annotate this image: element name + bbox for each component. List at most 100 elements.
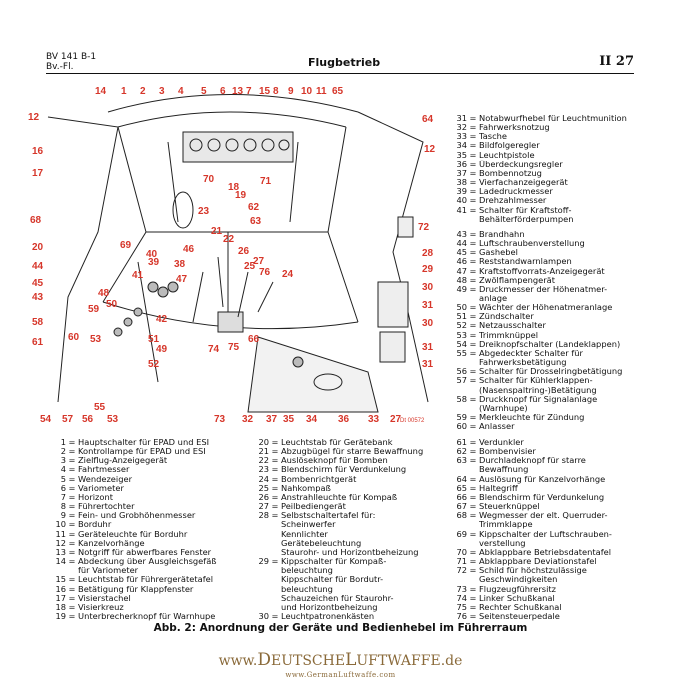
legend-item-text: Kippschalter für Bordutr- [281,575,384,585]
legend-item-number: 64 [456,473,467,484]
legend-item-number: 43 [456,228,467,239]
legend-item: 49=Druckmesser der Höhenatmer- [447,284,672,294]
callout-inner: 74 [208,344,220,355]
legend-item-text: verstellung [479,538,526,548]
legend-item-text: Visierkreuz [78,602,124,612]
callout-inner: 51 [148,334,160,345]
legend-item-equals: = [68,446,76,457]
legend-item-equals: = [68,501,76,512]
legend-item-equals: = [271,455,279,466]
legend-item: 31=Notabwurfhebel für Leuchtmunition [447,113,672,123]
legend-item-text: Druckknopf für Signalanlage [479,394,598,404]
legend-item-number: 25 [258,482,269,493]
legend-item-number: 11 [55,528,66,539]
legend-item-number: 13 [55,546,66,557]
callout-inner: 19 [235,190,247,201]
legend-item-text: Reststandwarnlampen [479,257,572,267]
legend-item-equals: = [469,473,477,484]
legend-item-text: Anlasser [479,422,515,432]
legend-item: 13=Notgriff für abwerfbares Fenster [46,546,242,557]
callout-inner: 59 [88,304,100,315]
legend-item: 73=Flugzeugführersitz [447,583,672,594]
legend-item-equals: = [469,131,477,142]
legend-item-number: 69 [456,528,467,539]
legend-item-number: 23 [258,464,269,475]
legend-item-number: 44 [456,238,467,249]
callout-top: 2 [140,86,146,97]
legend-item-text: Gashebel [479,248,518,258]
legend-item: 69=Kippschalter der Luftschrauben- [447,528,672,539]
legend-item-text: Druckmesser der Höhenatmer- [479,284,608,294]
legend-item-number: 21 [258,446,269,457]
legend-item: 1=Hauptschalter für EPAD und ESI [46,437,242,447]
legend-item-number: 41 [456,204,467,215]
legend-item-text: Bombennotzug [479,168,542,178]
legend-item-equals: = [271,482,279,493]
callout-inner: 49 [156,344,168,355]
legend-item: 0=Staurohr- und Horizontbeheizung [249,548,439,557]
legend-item-text: Kennlichter [281,529,328,539]
callout-inner: 39 [148,257,160,268]
legend-item: 3=Zielflug-Anzeigegerät [46,456,242,465]
legend-item-equals: = [469,583,477,594]
legend-item-equals: = [68,528,76,539]
callout-inner: 76 [259,267,271,278]
legend-item: 12=Kanzelvorhänge [46,538,242,548]
legend-item-number: 47 [456,265,467,276]
callout-bottom: 35 [283,414,295,425]
legend-item: 61=Verdunkler [447,437,672,447]
callout-side: 43 [32,292,44,303]
legend-item-equals: = [68,491,76,502]
legend-item-text: Merkleuchte für Zündung [479,413,585,422]
legend-item-number: 17 [55,592,66,603]
legend-item-equals: = [469,565,477,576]
callout-inner: 62 [248,202,260,213]
legend-item: 0=Trimmklappe [447,520,672,529]
legend-item-number: 6 [60,482,66,493]
callout-side: 20 [32,242,44,253]
callout-bottom: 33 [368,414,380,425]
legend-item-text: Blendschirm für Verdunkelung [479,492,605,502]
legend-item-equals: = [469,421,477,432]
legend-item-equals: = [271,501,279,512]
legend-item: 28=Selbstschaltertafel für: [249,511,439,520]
legend-item: 29=Kippschalter für Kompaß- [249,556,439,566]
legend-item-number: 62 [456,446,467,457]
legend-item-number: 57 [456,375,467,386]
callout-inner: 22 [223,234,235,245]
legend-item: 24=Bombenrichtgerät [249,474,439,484]
legend-item: 14=Abdeckung über Ausgleichsgefäß [46,556,242,567]
legend-item-text: Behälterförderpumpen [479,214,574,224]
legend-item-number: 27 [258,501,269,512]
callout-bottom: 54 [40,414,52,425]
legend-item-text: Auslösung für Kanzelvorhänge [479,474,606,484]
legend-item-number: 72 [456,565,467,576]
callout-top: 9 [288,86,294,97]
legend-item-number: 10 [55,519,66,530]
legend-item: 0=Scheinwerfer [249,520,439,529]
legend-item: 35=Leuchtpistole [447,150,672,160]
legend-item-text: Wächter der Höhenatmeranlage [479,303,613,313]
legend-item-text: Horizont [78,492,113,502]
cockpit-drawing [47,94,429,413]
legend-item-number: 52 [456,320,467,331]
legend-item: 11=Geräteleuchte für Borduhr [46,528,242,539]
legend-item-text: Wegmesser der elt. Querruder- [479,511,608,521]
callout-side: 72 [418,222,430,233]
legend-item-equals: = [469,265,477,276]
legend-item-text: Leuchtpistole [479,150,535,160]
legend-item: 38=Vierfachanzeigegerät [447,177,672,187]
callout-bottom: 73 [214,414,226,425]
legend-item: 41=Schalter für Kraftstoff- [447,204,672,215]
legend-item-text: Linker Schußkanal [479,593,555,603]
legend-item-equals: = [469,158,477,169]
legend-item-text: Abdeckung über Ausgleichsgefäß [78,557,217,567]
legend-item: 0=Gerätebeleuchtung [249,539,439,548]
legend-item-equals: = [469,437,477,447]
legend-item: 55=Abgedeckter Schalter für [447,348,672,358]
callout-inner: 69 [120,240,132,251]
legend-item: 47=Kraftstoffvorrats-Anzeigegerät [447,265,672,276]
legend-item-text: Staurohr- und Horizontbeheizung [281,547,419,557]
legend-item-text: Unterbrecherknopf für Warnhupe [78,611,216,621]
legend-item-text: Führertochter [78,502,135,512]
